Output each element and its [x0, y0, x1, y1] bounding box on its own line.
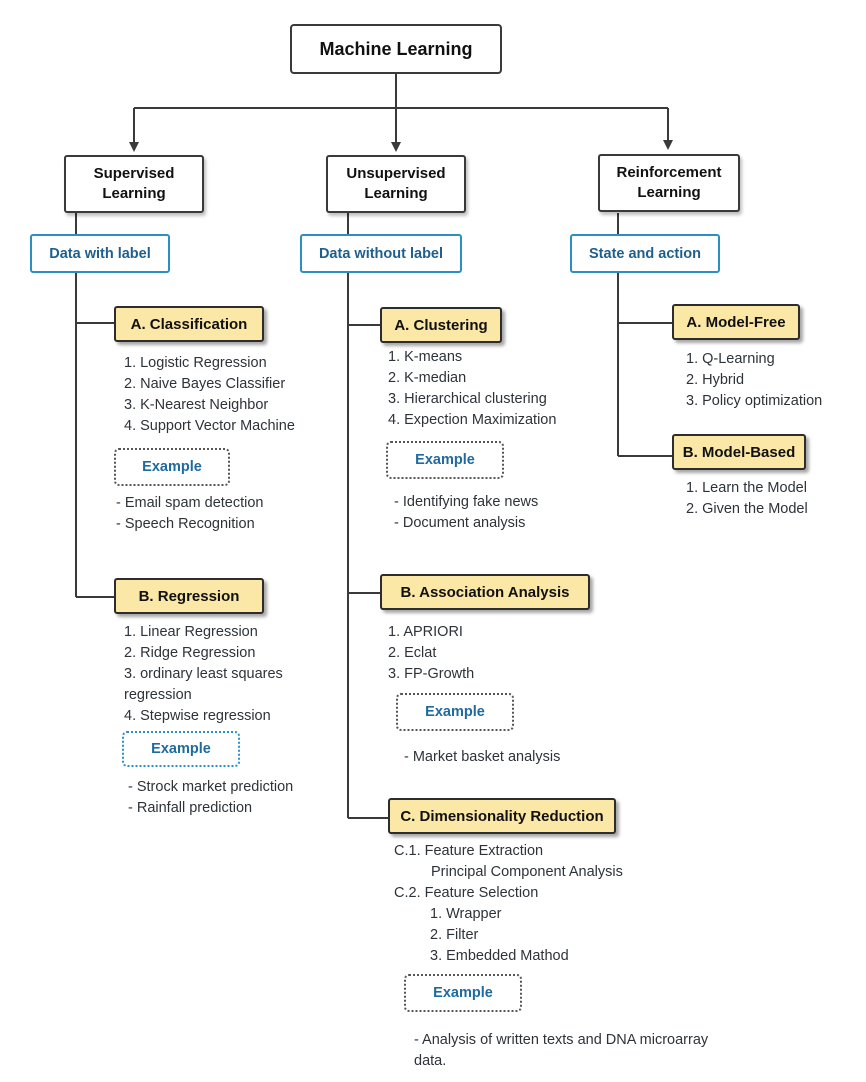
list-item: - Document analysis — [394, 515, 526, 531]
unsupervised-data-label: Data without label — [300, 234, 462, 273]
association-examples-list: - Market basket analysis — [404, 747, 560, 768]
unsupervised-learning-node: Unsupervised Learning — [326, 155, 466, 213]
list-item: 3. Embedded Mathod — [430, 948, 569, 964]
list-item: 2. Eclat — [388, 645, 437, 661]
list-item: 1. K-means — [388, 349, 463, 365]
list-item: 2. Given the Model — [686, 501, 808, 517]
list-item: - Analysis of written texts and DNA micr… — [414, 1032, 709, 1048]
list-item: 2. Filter — [430, 927, 479, 943]
list-item: 1. APRIORI — [388, 624, 463, 640]
list-item: C.1. Feature Extraction — [394, 843, 544, 859]
clustering-examples-list: - Identifying fake news - Document analy… — [394, 492, 538, 534]
list-item: 3. FP-Growth — [388, 666, 475, 682]
association-analysis-node: B. Association Analysis — [380, 574, 590, 610]
list-item: - Identifying fake news — [394, 494, 539, 510]
clustering-example-label: Example — [386, 441, 504, 479]
supervised-data-label: Data with label — [30, 234, 170, 273]
classification-example-label: Example — [114, 448, 230, 486]
list-item: 4. Support Vector Machine — [124, 418, 295, 434]
list-item: Principal Component Analysis — [431, 864, 623, 880]
list-item: - Email spam detection — [116, 495, 264, 511]
clustering-algorithms-list: 1. K-means 2. K-median 3. Hierarchical c… — [388, 347, 556, 431]
list-item: 3. ordinary least squares — [124, 666, 283, 682]
regression-node: B. Regression — [114, 578, 264, 614]
list-item: 4. Stepwise regression — [124, 708, 271, 724]
dimensionality-examples-list: - Analysis of written texts and DNA micr… — [414, 1030, 708, 1072]
list-item: 3. K-Nearest Neighbor — [124, 397, 269, 413]
list-item: 1. Wrapper — [430, 906, 502, 922]
list-item: - Speech Recognition — [116, 516, 255, 532]
model-based-node: B. Model-Based — [672, 434, 806, 470]
list-item: 3. Policy optimization — [686, 393, 823, 409]
model-free-node: A. Model-Free — [672, 304, 800, 340]
list-item: 2. Ridge Regression — [124, 645, 256, 661]
association-algorithms-list: 1. APRIORI 2. Eclat 3. FP-Growth — [388, 622, 474, 685]
dimensionality-reduction-node: C. Dimensionality Reduction — [388, 798, 616, 834]
list-item: 1. Logistic Regression — [124, 355, 267, 371]
model-free-algorithms-list: 1. Q-Learning 2. Hybrid 3. Policy optimi… — [686, 349, 822, 412]
list-item: - Rainfall prediction — [128, 800, 253, 816]
list-item: data. — [414, 1053, 447, 1069]
list-item: 2. Naive Bayes Classifier — [124, 376, 286, 392]
supervised-learning-node: Supervised Learning — [64, 155, 204, 213]
list-item: 2. Hybrid — [686, 372, 745, 388]
model-based-algorithms-list: 1. Learn the Model 2. Given the Model — [686, 478, 808, 520]
dimensionality-methods-list: C.1. Feature Extraction Principal Compon… — [394, 841, 623, 967]
list-item: 1. Q-Learning — [686, 351, 775, 367]
classification-examples-list: - Email spam detection - Speech Recognit… — [116, 493, 263, 535]
classification-node: A. Classification — [114, 306, 264, 342]
dimensionality-example-label: Example — [404, 974, 522, 1012]
list-item: 4. Expection Maximization — [388, 412, 557, 428]
regression-algorithms-list: 1. Linear Regression 2. Ridge Regression… — [124, 622, 283, 727]
classification-algorithms-list: 1. Logistic Regression 2. Naive Bayes Cl… — [124, 353, 295, 437]
reinforcement-data-label: State and action — [570, 234, 720, 273]
list-item: regression — [124, 687, 192, 703]
list-item: 3. Hierarchical clustering — [388, 391, 547, 407]
root-node-machine-learning: Machine Learning — [290, 24, 502, 74]
regression-examples-list: - Strock market prediction - Rainfall pr… — [128, 777, 293, 819]
reinforcement-learning-node: Reinforcement Learning — [598, 154, 740, 212]
regression-example-label: Example — [122, 731, 240, 767]
list-item: - Strock market prediction — [128, 779, 294, 795]
list-item: 2. K-median — [388, 370, 467, 386]
list-item: 1. Learn the Model — [686, 480, 807, 496]
list-item: - Market basket analysis — [404, 749, 561, 765]
list-item: 1. Linear Regression — [124, 624, 258, 640]
list-item: C.2. Feature Selection — [394, 885, 539, 901]
clustering-node: A. Clustering — [380, 307, 502, 343]
association-example-label: Example — [396, 693, 514, 731]
